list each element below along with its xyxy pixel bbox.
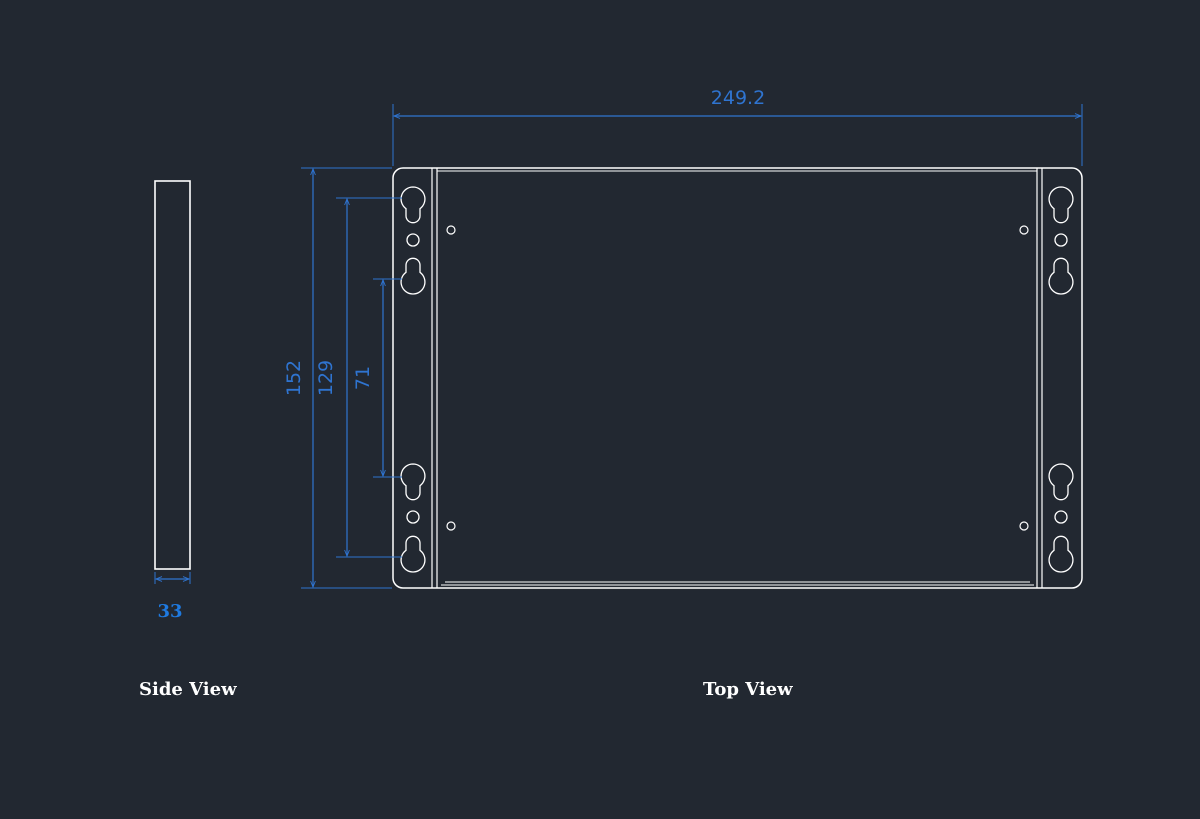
keyhole-slot: [400, 535, 426, 573]
dimension-width: 249.2: [392, 87, 1083, 166]
mount-hole: [1054, 510, 1068, 524]
screw-hole: [446, 521, 456, 531]
keyhole-slot: [1048, 257, 1074, 295]
side-thickness-label: 33: [157, 601, 182, 622]
height-mid-label: 129: [315, 360, 337, 396]
keyhole-slot: [400, 186, 426, 224]
mount-hole: [406, 510, 420, 524]
width-label: 249.2: [711, 87, 765, 109]
side-view: 33: [154, 180, 191, 622]
right-flange-mount-bottom: [1048, 463, 1074, 573]
top-view-outline: [392, 167, 1083, 589]
mount-hole: [406, 233, 420, 247]
keyhole-slot: [1048, 535, 1074, 573]
height-inner-label: 71: [352, 366, 374, 390]
screw-hole: [446, 225, 456, 235]
left-flange-mount-top: [400, 186, 426, 295]
screw-hole: [1019, 521, 1029, 531]
right-flange-mount-top: [1048, 186, 1074, 295]
screw-hole: [1019, 225, 1029, 235]
dimension-height-outer: 152: [283, 167, 392, 589]
mount-hole: [1054, 233, 1068, 247]
side-view-label: Side View: [139, 679, 237, 700]
side-view-outline: [154, 180, 191, 570]
keyhole-slot: [1048, 186, 1074, 224]
keyhole-slot: [400, 257, 426, 295]
dimension-height-mid: 129: [315, 197, 402, 558]
keyhole-slot: [1048, 463, 1074, 501]
keyhole-slot: [400, 463, 426, 501]
height-outer-label: 152: [283, 360, 305, 396]
dimension-height-inner: 71: [352, 278, 402, 478]
top-view-label: Top View: [703, 679, 793, 700]
left-flange-mount-bottom: [400, 463, 426, 573]
top-view: [392, 167, 1083, 589]
